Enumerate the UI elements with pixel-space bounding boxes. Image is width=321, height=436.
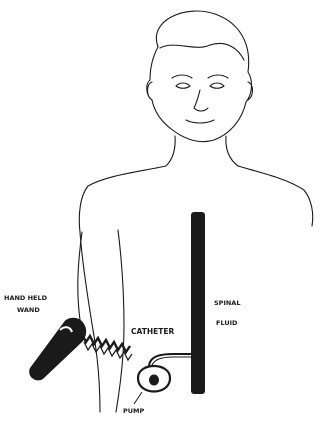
wand-body-icon bbox=[29, 318, 86, 381]
catheter-label: CATHETER bbox=[131, 327, 174, 336]
pump-center bbox=[149, 375, 159, 386]
wand-label-line2: WAND bbox=[17, 306, 40, 314]
left-eye bbox=[176, 83, 190, 88]
hand-held-wand bbox=[29, 318, 132, 381]
head-outline bbox=[147, 11, 252, 142]
left-eyebrow bbox=[172, 75, 192, 78]
catheter-tube bbox=[149, 354, 191, 366]
spinal-fluid-label-line1: SPINAL bbox=[214, 299, 240, 307]
hair-line bbox=[160, 43, 244, 60]
spinal-fluid-column bbox=[191, 212, 205, 394]
right-eyebrow bbox=[208, 75, 228, 78]
spinal-fluid-label-line2: FLUID bbox=[216, 319, 238, 327]
nose bbox=[194, 90, 208, 111]
pump-label: PUMP bbox=[123, 407, 145, 415]
pump-device bbox=[138, 366, 170, 392]
mouth bbox=[186, 120, 214, 123]
left-ear bbox=[148, 82, 153, 100]
neck-left bbox=[166, 136, 175, 166]
neck-right bbox=[226, 136, 238, 166]
left-arm-inner bbox=[116, 230, 124, 412]
wand-label-line1: HAND HELD bbox=[4, 294, 48, 302]
right-eye bbox=[210, 83, 224, 88]
pump-leader-line bbox=[134, 392, 142, 404]
